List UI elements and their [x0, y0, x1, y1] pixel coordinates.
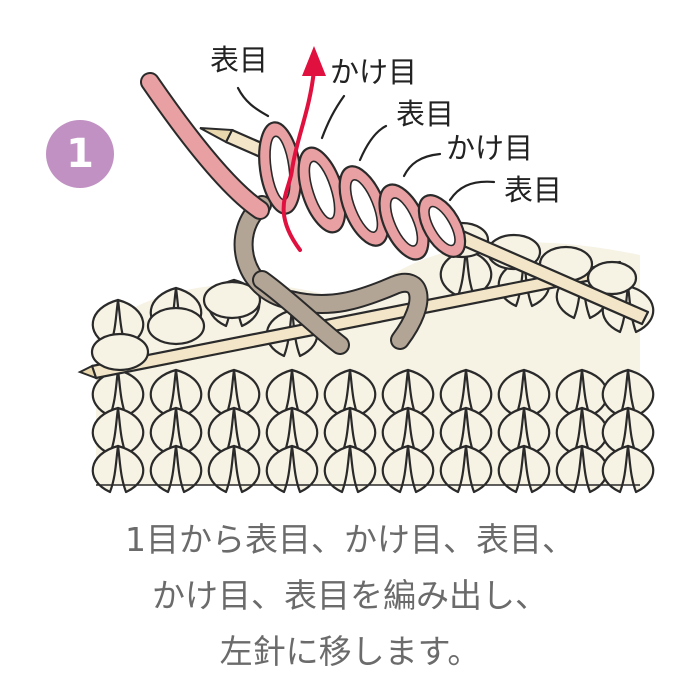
label-yarn-over-1: かけ目	[330, 55, 418, 89]
label-pointers	[236, 86, 496, 202]
label-knit-stitch-3: 表目	[504, 173, 563, 207]
instruction-caption: 1目から表目、かけ目、表目、 かけ目、表目を編み出し、 左針に移します。	[0, 512, 700, 680]
knitting-diagram	[77, 46, 655, 494]
working-yarn	[140, 72, 270, 220]
label-knit-stitch-2: 表目	[396, 97, 455, 131]
caption-line-3: 左針に移します。	[219, 632, 481, 671]
step-number-badge: 1	[46, 120, 114, 188]
label-yarn-over-2: かけ目	[446, 131, 534, 165]
caption-line-1: 1目から表目、かけ目、表目、	[125, 520, 575, 559]
pull-direction-arrow	[281, 46, 326, 252]
worked-stitch	[233, 195, 429, 355]
label-knit-stitch-1: 表目	[210, 43, 269, 77]
new-loops	[258, 121, 467, 261]
caption-line-2: かけ目、表目を編み出し、	[152, 576, 548, 615]
